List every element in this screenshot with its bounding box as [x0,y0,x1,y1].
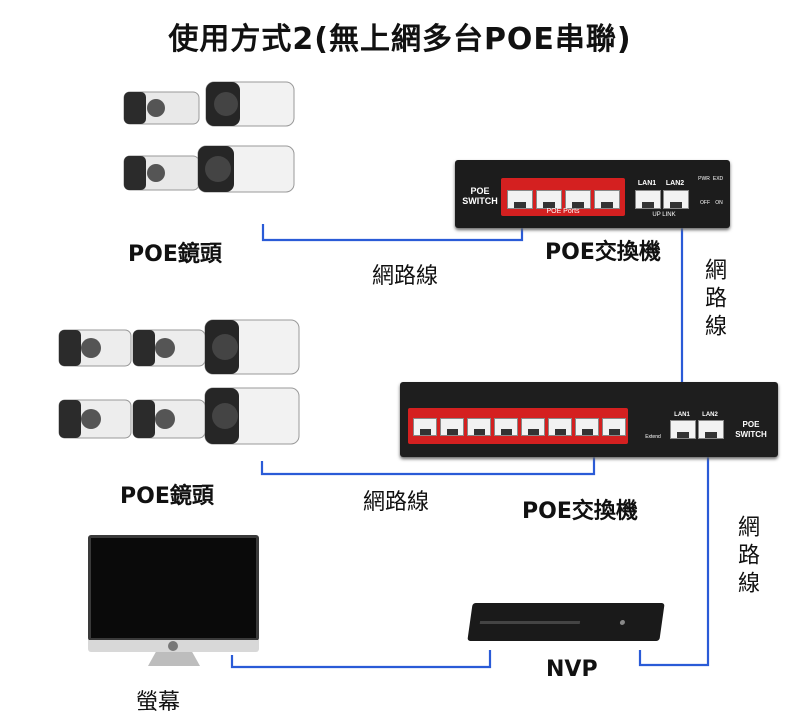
uplink-port-lan2 [698,420,724,439]
poe-port [507,190,533,209]
nvp-front-panel [479,621,581,624]
poe-port [494,418,518,436]
camera-icon [123,81,295,193]
poe-port [413,418,437,436]
poe-ports-label: POE Ports [546,208,580,215]
poe-port [594,190,620,209]
switch-brand-line1: POE [470,186,490,196]
poe-port [548,418,572,436]
cable-monitor-to-nvp [230,650,492,669]
switch-brand-line1: POE [742,420,760,429]
nvp-label: NVP [546,657,598,682]
lan1-label: LAN1 [637,180,657,187]
poe-port [440,418,464,436]
poe-port [575,418,599,436]
nvp-device [467,603,665,641]
switch-2-label: POE交換機 [522,499,638,524]
cable-vertical-1-label: 網路線 [701,258,726,342]
uplink-port-lan1 [635,190,661,209]
camera-group-1-label: POE鏡頭 [128,242,222,267]
switch-brand-line2: SWITCH [462,196,498,206]
lan2-label: LAN2 [665,180,685,187]
poe-ports-block: POE Ports [501,178,625,216]
lan2-label: LAN2 [702,412,718,418]
poe-port [602,418,626,436]
poe-ports-block [408,408,628,444]
cable-2-label: 網路線 [363,490,430,515]
camera-group-2-label: POE鏡頭 [120,484,214,509]
extend-label: Extend [645,434,661,440]
monitor-screen [88,535,259,641]
switch-1-label: POE交換機 [545,240,661,265]
uplink-port-lan2 [663,190,689,209]
poe-port [536,190,562,209]
poe-switch-8-port: Extend LAN1 LAN2 POE SWITCH [400,382,778,457]
uplink-label: UP LINK [652,212,676,218]
switch-brand-line2: SWITCH [735,430,767,439]
poe-port [565,190,591,209]
uplink-port-lan1 [670,420,696,439]
switch-brand: POE SWITCH [459,186,501,206]
monitor-stand [148,652,200,666]
poe-switch-4-port: POE SWITCH POE Ports LAN1 LAN2 UP LINK P… [455,160,730,228]
switch-brand: POE SWITCH [728,420,774,440]
poe-port [521,418,545,436]
off-label: OFF [700,200,710,206]
nvp-led-icon [619,620,626,625]
on-label: ON [715,200,723,206]
cable-1-label: 網路線 [372,264,439,289]
lan1-label: LAN1 [674,412,690,418]
ext-label: EXD [712,176,724,182]
pwr-label: PWR [698,176,710,182]
apple-logo-icon [168,641,178,651]
page-title: 使用方式2(無上網多台POE串聯) [168,22,632,57]
camera-icon [58,319,300,445]
cable-vertical-2-label: 網路線 [734,515,759,599]
poe-port [467,418,491,436]
monitor-label: 螢幕 [136,690,181,715]
